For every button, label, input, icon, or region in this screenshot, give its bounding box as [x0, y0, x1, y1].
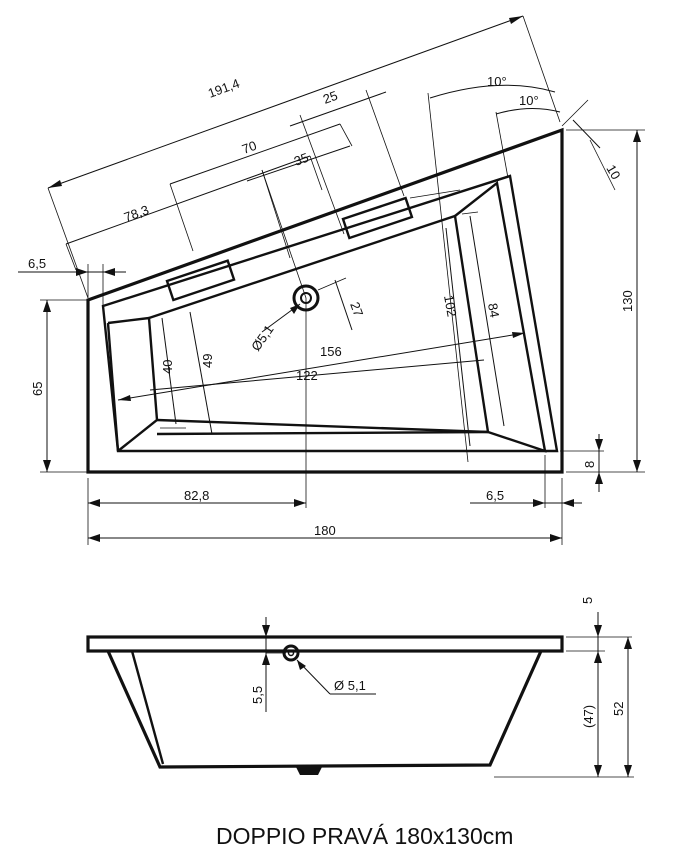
- dim-65: 65: [30, 382, 45, 396]
- dim-5-5: 5,5: [250, 686, 265, 704]
- drawing-title: DOPPIO PRAVÁ 180x130cm: [216, 823, 513, 849]
- dim-27: 27: [347, 300, 366, 319]
- dim-5: 5: [580, 597, 595, 604]
- dim-35: 35: [292, 150, 311, 169]
- dim-angle-top: 10°: [487, 74, 507, 89]
- side-tub-inner: [130, 650, 165, 765]
- dim-47: (47): [581, 705, 596, 728]
- plan-headrest-left: [165, 259, 236, 302]
- side-labels: 5 5,5 Ø 5,1 (47) 52: [250, 597, 626, 728]
- plan-basin-right-wall: [454, 180, 547, 453]
- plan-view: [86, 127, 564, 474]
- dim-102: 102: [441, 294, 460, 318]
- plan-basin-bottom-inner: [156, 430, 489, 436]
- plan-outer-rim: [86, 127, 564, 474]
- dim-130: 130: [620, 290, 635, 312]
- dim-191-4: 191,4: [206, 76, 242, 101]
- side-arrowheads: [262, 625, 632, 777]
- dim-drain-dia: Ø5,1: [248, 322, 276, 354]
- side-drain-foot: [296, 767, 322, 775]
- plan-arrowheads: [43, 16, 641, 542]
- dim-156: 156: [320, 344, 342, 359]
- plan-basin-left-inner: [148, 214, 490, 434]
- dim-8: 8: [582, 461, 597, 468]
- side-tub-body: [106, 650, 543, 769]
- plan-dimension-lines: [18, 15, 645, 545]
- dim-180: 180: [314, 523, 336, 538]
- side-view: [86, 635, 564, 775]
- dim-52: 52: [611, 702, 626, 716]
- dim-122: 122: [296, 368, 318, 383]
- dim-overflow-dia: Ø 5,1: [334, 678, 366, 693]
- plan-basin-left-bevel: [106, 322, 120, 452]
- plan-basin-left-wall: [107, 316, 159, 452]
- dim-84: 84: [485, 302, 502, 319]
- dim-78-3: 78,3: [122, 202, 151, 225]
- side-overflow-inner: [287, 649, 295, 657]
- side-overflow-outer: [282, 644, 300, 662]
- dim-25: 25: [321, 88, 340, 107]
- dim-49: 49: [200, 354, 215, 368]
- dim-angle-right: 10°: [519, 93, 539, 108]
- plan-headrest-right: [341, 196, 414, 240]
- side-tub-base: [159, 763, 491, 769]
- side-rim: [86, 635, 564, 653]
- dim-10: 10: [603, 162, 623, 182]
- dim-82-8: 82,8: [184, 488, 209, 503]
- plan-labels: 191,4 25 10° 10° 70 35 10 78,3 6,5 130 2…: [28, 74, 635, 538]
- side-dimension-lines: [265, 612, 634, 778]
- dim-6-5-left: 6,5: [28, 256, 46, 271]
- dim-40: 40: [160, 360, 175, 374]
- plan-inner-rim: [101, 174, 559, 453]
- dim-70: 70: [240, 138, 259, 157]
- dim-6-5-right: 6,5: [486, 488, 504, 503]
